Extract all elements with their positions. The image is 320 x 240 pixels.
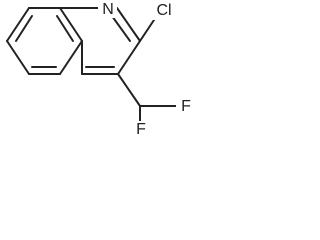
bond-c2-c3 — [117, 40, 141, 75]
atom-labels: N Cl F F — [98, 0, 194, 138]
bond-c8-c7 — [6, 7, 30, 42]
chlorine-label: Cl — [156, 2, 171, 19]
bond-c4a-c8a — [59, 7, 83, 42]
double-bond-inner-c4a-c8a — [56, 15, 74, 42]
chemical-structure: N Cl F F — [6, 0, 194, 138]
double-bond-inner-c8-c7 — [15, 15, 33, 42]
bond-c5-c4a — [59, 40, 83, 75]
benzene-ring — [6, 7, 83, 75]
fluorine-label-top: F — [181, 98, 191, 115]
double-bond-inner-n1-c2 — [111, 15, 131, 42]
pyridine-ring — [59, 7, 141, 75]
nitrogen-label: N — [102, 1, 114, 18]
substituents — [117, 13, 177, 125]
bond-c7-c6 — [6, 40, 30, 75]
bond-c3-chf2 — [117, 73, 141, 107]
bond-n1-c2 — [116, 7, 141, 42]
fluorine-label-bottom: F — [136, 121, 146, 138]
